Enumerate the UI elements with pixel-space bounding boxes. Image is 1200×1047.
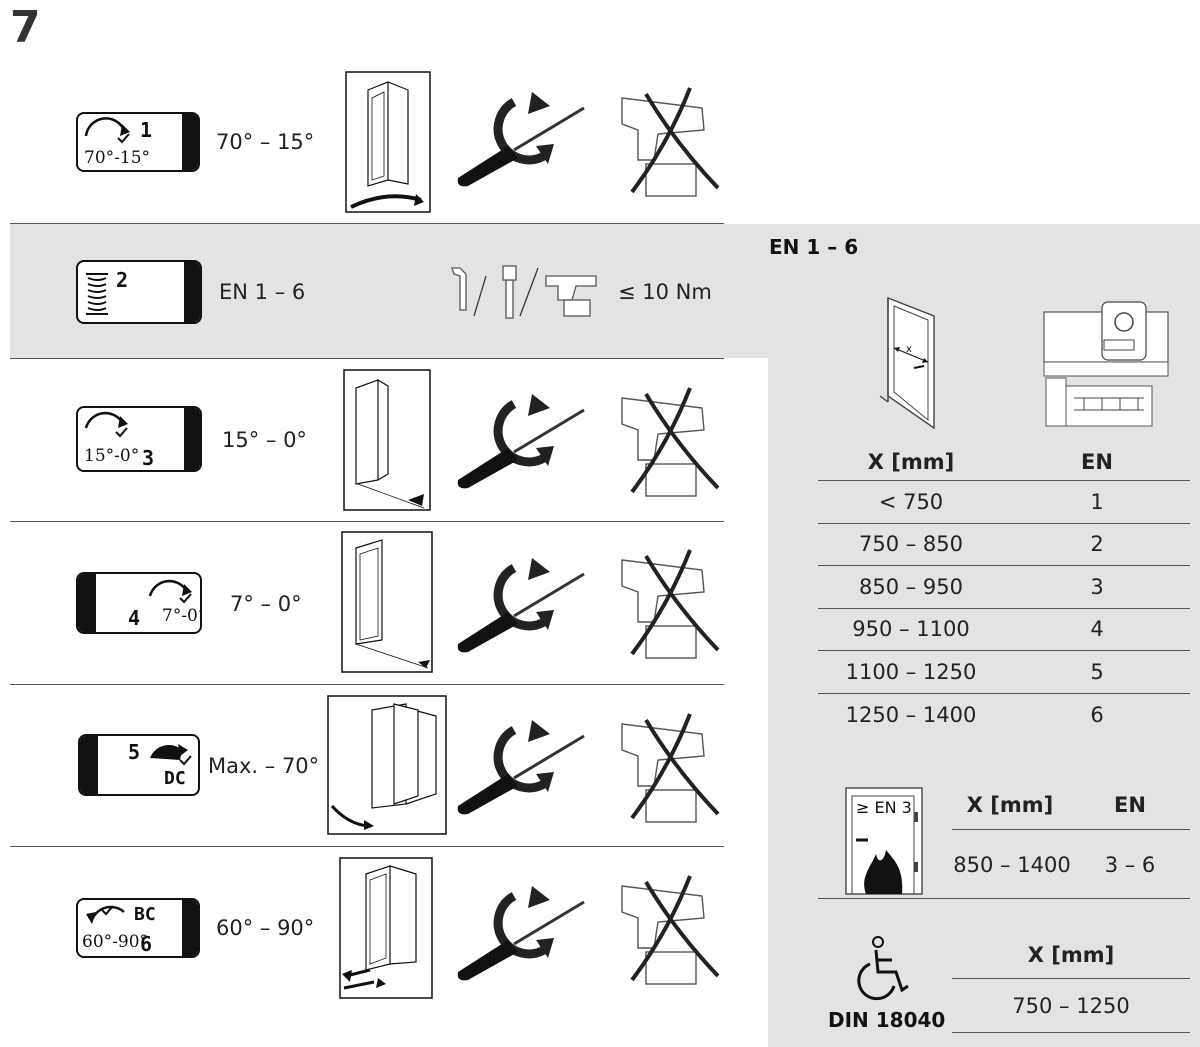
badge-number: 1 [140, 118, 153, 142]
table-divider [818, 650, 1190, 651]
table-cell-x: 750 – 850 [858, 532, 963, 556]
door-open-illustration [345, 71, 431, 213]
row-2-en-label: EN 1 – 6 [219, 280, 306, 304]
din-header-x: X [mm] [1027, 943, 1115, 967]
screwdriver-rotate-icon [457, 720, 585, 815]
badge-mode-text: DC [164, 768, 186, 789]
separator [10, 223, 724, 224]
table-divider [952, 1032, 1190, 1033]
table-cell-en: 5 [1090, 660, 1104, 684]
badge-mode-text: BC [134, 904, 156, 925]
din-cell-x: 750 – 1250 [1012, 994, 1130, 1018]
table-cell-x: 850 – 950 [858, 575, 963, 599]
badge-arc-icon [86, 900, 198, 956]
valve-badge-2: 2 [76, 260, 202, 324]
torque-label: ≤ 10 Nm [618, 280, 712, 304]
closer-device-diagram [1043, 301, 1169, 427]
badge-angle-text: 60°-90° [82, 932, 149, 952]
badge-arc-icon [78, 574, 192, 632]
door-illustration [343, 369, 431, 511]
door-open-illustration [339, 857, 433, 999]
fire-cell-en: 3 – 6 [1104, 853, 1156, 877]
row-4-angle-label: 7° – 0° [230, 592, 302, 616]
screwdriver-rotate-icon [457, 394, 585, 489]
badge-number: 2 [116, 268, 129, 292]
table-divider [818, 480, 1190, 481]
step-number: 7 [10, 2, 41, 53]
fire-door-icon [845, 787, 923, 895]
tools-icons [451, 265, 597, 319]
table-cell-x: < 750 [878, 490, 944, 514]
table-cell-en: 2 [1090, 532, 1104, 556]
door-width-diagram: x [879, 296, 935, 430]
table-header-en: EN [1081, 450, 1113, 474]
din-label: DIN 18040 [828, 1008, 946, 1032]
x-marker: x [906, 344, 912, 355]
screwdriver-rotate-icon [457, 886, 585, 981]
table-cell-en: 3 [1090, 575, 1104, 599]
table-cell-en: 4 [1090, 617, 1104, 641]
badge-angle-text: 70°-15° [84, 148, 151, 168]
table-divider [818, 523, 1190, 524]
drill-crossed-icon [621, 713, 720, 823]
screwdriver-rotate-icon [457, 558, 585, 653]
screwdriver-rotate-icon [457, 92, 585, 187]
table-cell-x: 950 – 1100 [852, 617, 970, 641]
wheelchair-icon [857, 936, 909, 1001]
door-open-illustration [327, 695, 447, 835]
table-divider [952, 978, 1190, 979]
table-divider [818, 565, 1190, 566]
table-cell-en: 6 [1090, 703, 1104, 727]
valve-badge-5: 5 DC [78, 734, 200, 796]
separator [10, 358, 724, 359]
badge-arc-icon [84, 114, 198, 170]
fire-header-x: X [mm] [966, 793, 1054, 817]
door-illustration [341, 531, 433, 673]
drill-crossed-icon [621, 387, 720, 497]
drill-crossed-icon [621, 87, 720, 197]
badge-number: 4 [128, 606, 141, 630]
badge-arc-icon [84, 408, 200, 470]
badge-number: 5 [128, 740, 141, 764]
drill-crossed-icon [621, 549, 720, 659]
fire-door-rating: ≥ EN 3 [856, 798, 912, 817]
row-3-angle-label: 15° – 0° [222, 428, 307, 452]
spring-icon [86, 262, 200, 322]
drill-crossed-icon [621, 875, 720, 985]
badge-angle-text: 7°-0° [162, 606, 202, 626]
fire-header-en: EN [1114, 793, 1146, 817]
table-cell-x: 1250 – 1400 [845, 703, 977, 727]
separator [10, 846, 724, 847]
fire-cell-x: 850 – 1400 [953, 853, 1071, 877]
valve-badge-6: BC 60°-90° 6 [76, 898, 200, 958]
side-panel-title: EN 1 – 6 [769, 235, 859, 259]
row-1-angle-label: 70° – 15° [216, 130, 315, 154]
table-divider [952, 829, 1190, 830]
badge-number: 3 [142, 446, 155, 470]
badge-angle-text: 15°-0° [84, 446, 140, 466]
separator [10, 684, 724, 685]
valve-badge-1: 1 70°-15° [76, 112, 200, 172]
valve-badge-3: 15°-0° 3 [76, 406, 202, 472]
badge-arc-icon [80, 736, 192, 794]
row-5-angle-label: Max. – 70° [208, 754, 320, 778]
table-cell-x: 1100 – 1250 [845, 660, 977, 684]
table-divider [818, 898, 1190, 899]
separator [10, 521, 724, 522]
table-header-x: X [mm] [867, 450, 955, 474]
badge-number: 6 [140, 932, 153, 956]
table-cell-en: 1 [1090, 490, 1104, 514]
valve-badge-4: 4 7°-0° [76, 572, 202, 634]
row-6-angle-label: 60° – 90° [216, 916, 315, 940]
table-divider [818, 693, 1190, 694]
table-divider [818, 608, 1190, 609]
